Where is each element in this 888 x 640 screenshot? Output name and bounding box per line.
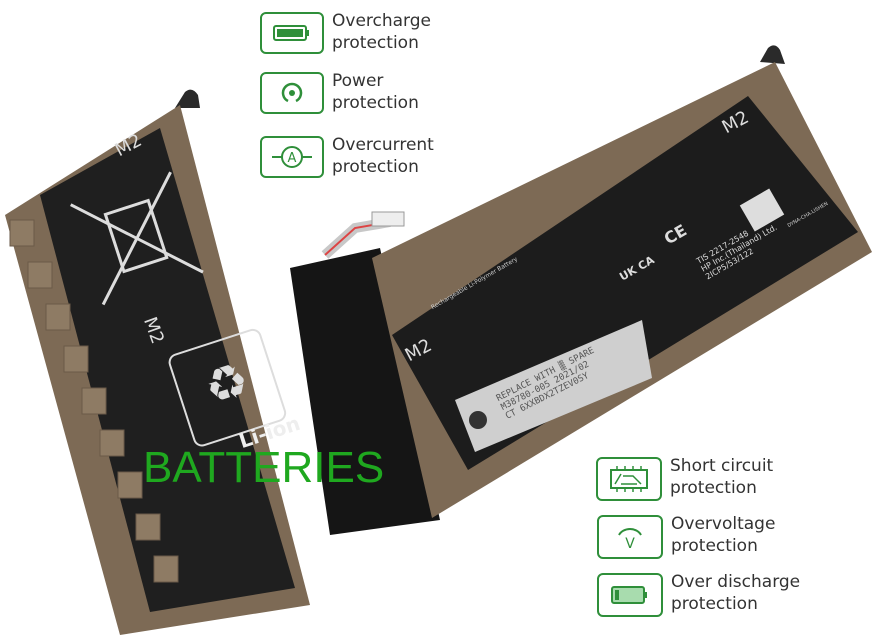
- feature-label: Power: [332, 71, 384, 91]
- battery-right-label: [392, 96, 858, 470]
- battery-full-icon: [260, 12, 324, 54]
- battery-left-label: [40, 128, 295, 612]
- feature-label: Overcurrent: [332, 135, 434, 155]
- feature-label: protection: [671, 594, 758, 614]
- mounting-tab: [175, 89, 200, 108]
- circuit-board-icon: [596, 457, 662, 501]
- hp-logo-icon: [469, 411, 487, 429]
- battery-label-sticker: [455, 320, 652, 452]
- feature-label: Overcharge: [332, 11, 431, 31]
- connector-cable: [321, 211, 405, 259]
- svg-text:A: A: [288, 151, 297, 166]
- ammeter-icon: A: [260, 136, 324, 178]
- feature-label: Short circuit: [670, 456, 774, 476]
- feature-label: protection: [671, 536, 758, 556]
- voltmeter-icon: V: [597, 515, 663, 559]
- feature-label: Over discharge: [671, 572, 801, 592]
- watermark-text: BATTERIES: [143, 443, 385, 492]
- feature-label: protection: [332, 33, 419, 53]
- power-icon: [260, 72, 324, 114]
- qr-code: [739, 188, 785, 232]
- crossed-bin-icon: [70, 171, 204, 306]
- battery-connector-block: [290, 248, 440, 535]
- svg-text:V: V: [625, 536, 635, 551]
- feature-label: Overvoltage: [671, 514, 776, 534]
- feature-label: protection: [332, 157, 419, 177]
- recycle-symbol-box: [168, 328, 287, 447]
- feature-label: protection: [332, 93, 419, 113]
- mounting-tab: [760, 45, 785, 64]
- feature-label: protection: [670, 478, 757, 498]
- battery-low-icon: [597, 573, 663, 617]
